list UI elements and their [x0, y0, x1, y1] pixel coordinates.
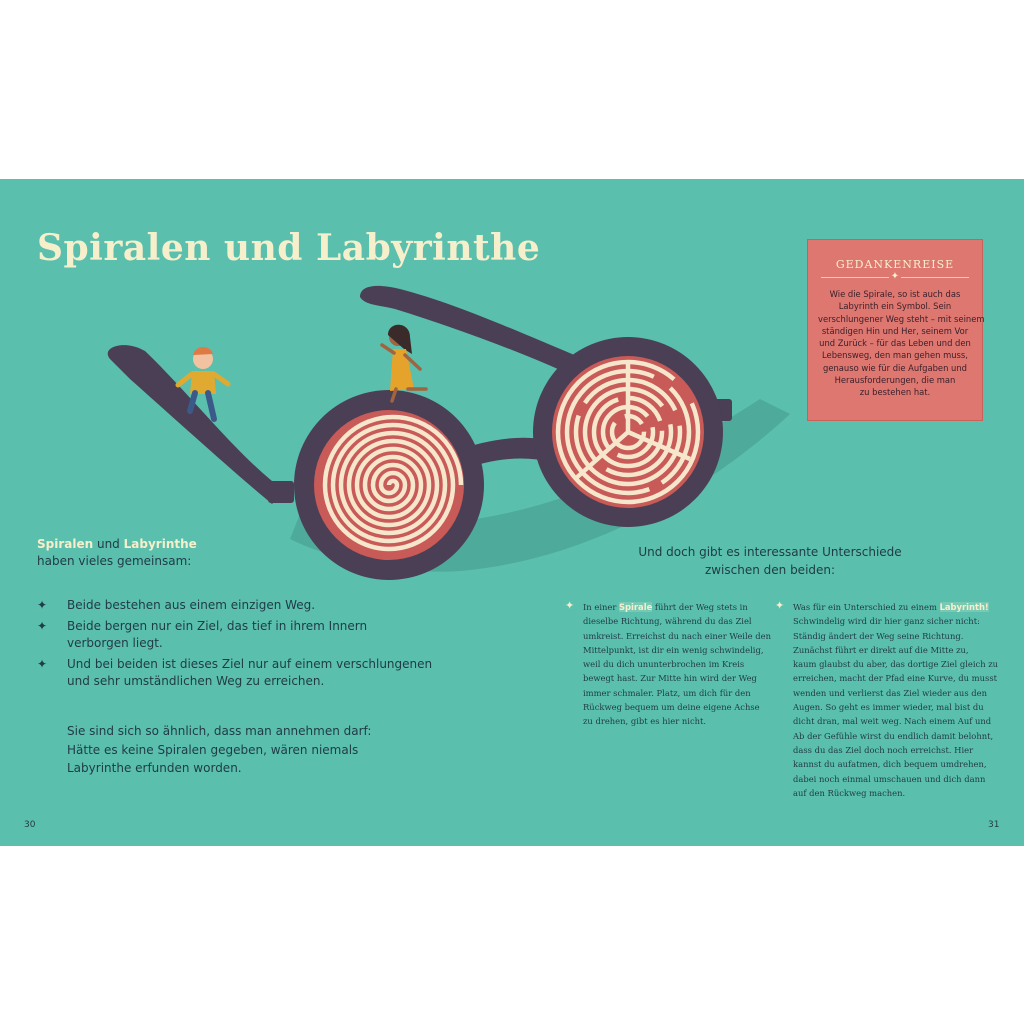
box-text: Wie die Spirale, so ist auch das Labyrin…: [818, 289, 985, 398]
box-divider: ✦: [821, 271, 969, 283]
star-bullet-icon: ✦: [37, 619, 48, 633]
spiral-lens: [322, 414, 464, 552]
page-number-left: 30: [24, 820, 36, 830]
book-spread: Spiralen und Labyrinthe GEDANKENREISE ✦ …: [0, 179, 1024, 846]
left-temple: [107, 345, 285, 504]
list-item: ✦Beide bergen nur ein Ziel, das tief in …: [37, 619, 368, 650]
girl-figure: [380, 324, 428, 403]
hinge-left: [268, 481, 294, 503]
similarities-list: ✦Beide bestehen aus einem einzigen Weg. …: [37, 597, 457, 694]
list-item: ✦Beide bestehen aus einem einzigen Weg.: [37, 598, 316, 612]
boy-figure: [175, 346, 231, 422]
sparkle-icon: ✦: [775, 599, 785, 612]
labyrinth-lens: [555, 359, 701, 505]
box-title: GEDANKENREISE: [835, 258, 955, 271]
page-title: Spiralen und Labyrinthe: [37, 227, 541, 269]
star-bullet-icon: ✦: [37, 657, 48, 671]
spiral-column: ✦ In einer Spirale führt der Weg stets i…: [565, 599, 771, 727]
right-temple: [360, 285, 610, 384]
right-intro: Und doch gibt es interessante Unterschie…: [638, 545, 902, 577]
labyrinth-column: ✦ Was für ein Unterschied zu einem Labyr…: [775, 599, 999, 798]
star-bullet-icon: ✦: [37, 598, 48, 612]
gedankenreise-box: GEDANKENREISE ✦ Wie die Spirale, so ist …: [807, 239, 985, 421]
page-number-right: 31: [988, 820, 1000, 830]
left-intro: Spiralen und Labyrinthe haben vieles gem…: [37, 537, 197, 568]
conclusion-text: Sie sind sich so ähnlich, dass man anneh…: [67, 724, 372, 775]
sparkle-icon: ✦: [565, 599, 575, 612]
list-item: ✦Und bei beiden ist dieses Ziel nur auf …: [37, 657, 433, 688]
glasses-illustration: [107, 285, 790, 580]
sparkle-icon: ✦: [889, 271, 901, 283]
